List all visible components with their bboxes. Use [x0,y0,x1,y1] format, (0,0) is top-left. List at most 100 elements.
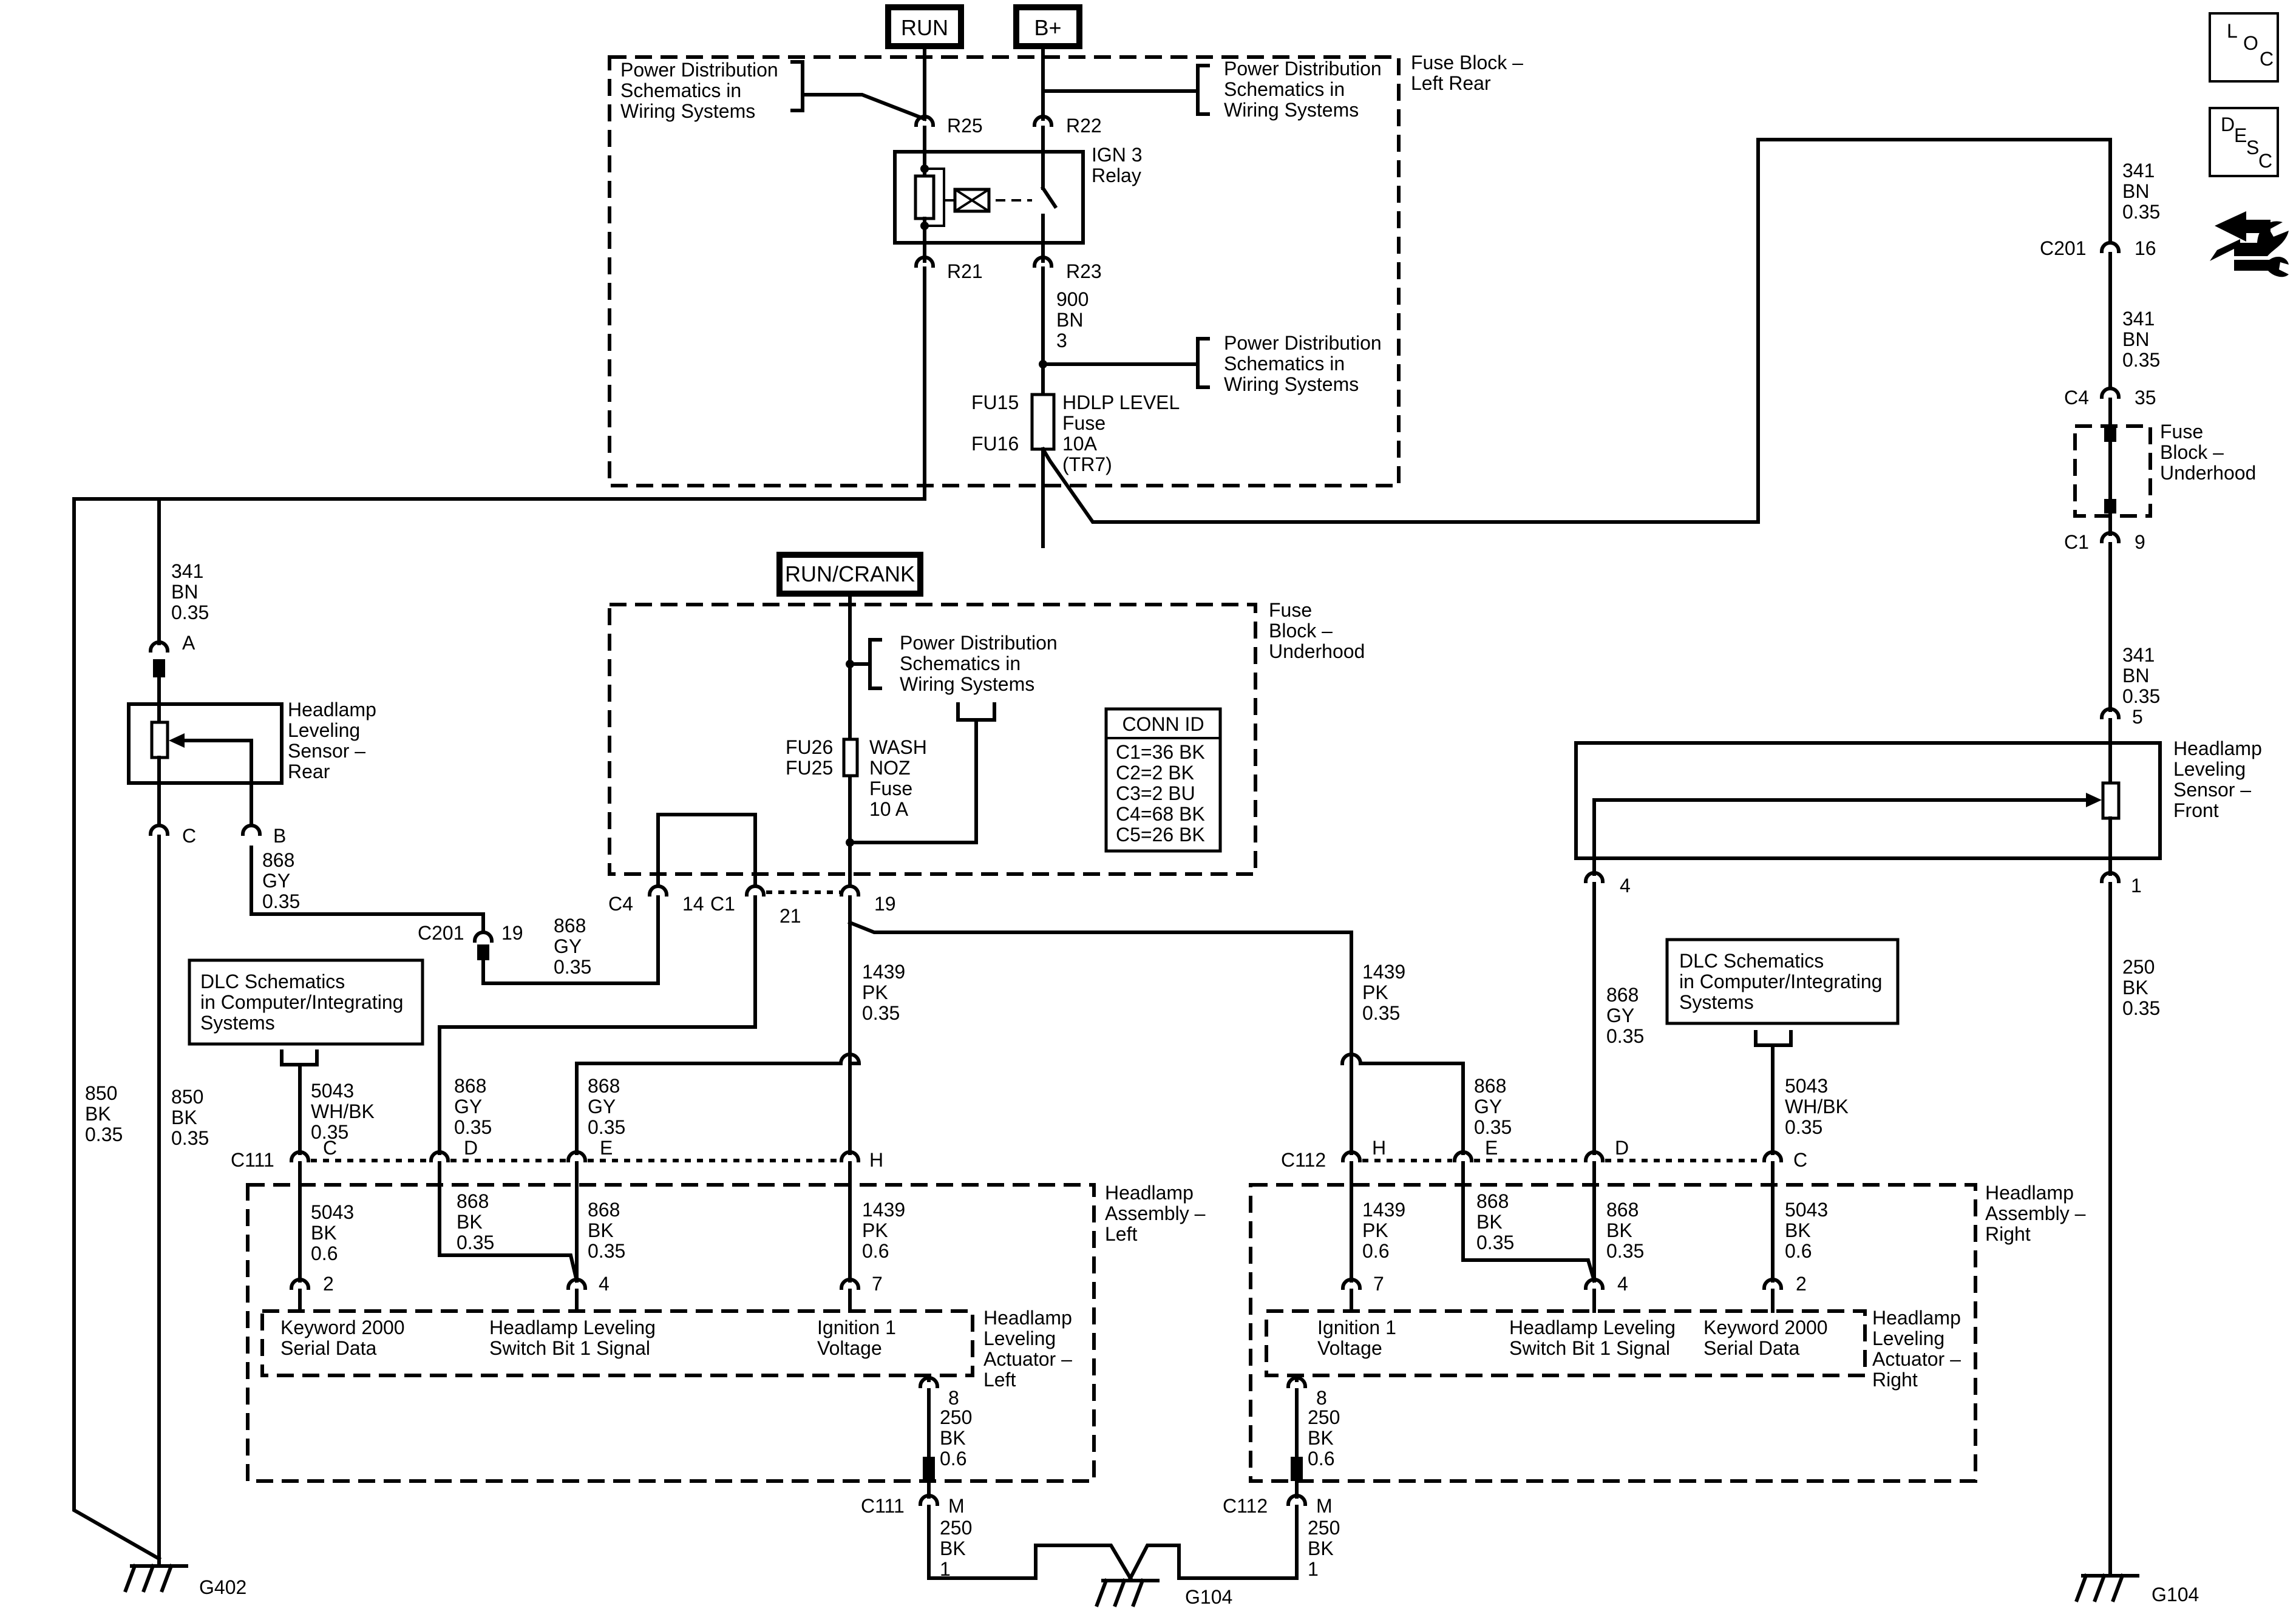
wire-label: Right [1872,1369,1918,1391]
wire-label: Power Distribution [900,632,1058,654]
wire-label: 0.35 [454,1116,492,1138]
wire-label: Power Distribution [1224,58,1382,80]
wire-label: BN [171,581,198,603]
wire-label: 341 [2122,308,2155,330]
wire-label: BK [940,1427,966,1449]
wire-label: 868 [588,1199,620,1221]
dlc-ref-right[interactable]: DLC Schematics in Computer/Integrating S… [1665,938,1900,1155]
wire-label: Wiring Systems [1224,99,1359,121]
wire-label: 1439 [1362,1199,1405,1221]
wire-label: Sensor – [2173,779,2251,801]
wire-label: 868 [1474,1075,1506,1097]
wire-label: H [1372,1137,1386,1159]
wire-label: 0.35 [1606,1025,1644,1047]
desc-d: D [2221,114,2235,135]
wire-label: Wiring Systems [900,673,1034,695]
wire-label: WASH [869,736,927,758]
wire-label: 0.35 [1474,1116,1512,1138]
wire-label: Keyword 2000 [280,1317,405,1338]
wire-label: Actuator – [1872,1348,1961,1370]
fb-lr-title-1: Fuse Block – [1411,52,1523,73]
wire-label: 5043 [311,1080,354,1102]
wire-label: 0.35 [1476,1232,1514,1253]
wire-label: Schematics in [1224,353,1345,375]
wire-label: FU25 [786,757,833,779]
wire-label: Headlamp [1105,1182,1194,1204]
wire-label: BK [85,1103,111,1125]
wire-label: Keyword 2000 [1703,1317,1828,1338]
wire-label: BK [1308,1427,1334,1449]
loc-icon[interactable]: L O C [2209,12,2279,83]
wire-label: Underhood [2160,462,2256,484]
wire-label: 0.6 [311,1242,338,1264]
wire-label: 868 [1606,1199,1639,1221]
wire-label: 16 [2135,237,2156,259]
wire-label: Systems [200,1012,275,1034]
wire-label: 250 [2122,956,2155,978]
run-label: RUN [901,15,948,40]
pd-ref-underhood[interactable]: Power Distribution Schematics in Wiring … [846,632,1058,847]
pd-ref-left[interactable]: Power Distribution Schematics in Wiring … [620,59,927,122]
wire-label: A [182,632,195,654]
pd-ref-mid[interactable]: Power Distribution Schematics in Wiring … [1039,332,1382,395]
wire-label: Wiring Systems [1224,373,1359,395]
wire-label: 341 [2122,160,2155,181]
wire-label: C4 [608,893,633,915]
wire-label: 0.35 [171,602,209,623]
desc-e: E [2234,124,2247,146]
wire-label: BK [311,1222,337,1244]
wire-label: C111 [231,1149,274,1171]
bplus-source: B+ [1013,4,1082,49]
wire-label: G104 [2152,1584,2199,1605]
wire-label: Block – [1269,620,1333,642]
wire-label: C1=36 BK [1116,741,1205,763]
wire-label: 1 [1308,1558,1319,1580]
center-ground-label: G104 [1185,1586,1232,1608]
wire-label: Voltage [1317,1337,1382,1359]
wire-label: 0.35 [85,1124,123,1145]
desc-icon[interactable]: D E S C [2209,107,2279,177]
pin-r23: R23 [1066,260,1102,282]
wire-label: 0.35 [457,1232,494,1253]
wire-label: C112 [1223,1495,1268,1517]
wire-label: Headlamp [1872,1307,1961,1329]
wire-label: C3=2 BU [1116,782,1195,804]
wire-label: 19 [874,893,896,915]
pin-r22: R22 [1066,115,1102,137]
wire-label: 5043 [311,1201,354,1223]
headlamp-leveling-sensor-rear: Headlamp Leveling Sensor – Rear [127,676,376,785]
wire-label: 0.35 [1785,1116,1822,1138]
wire-label: Headlamp [2173,737,2262,759]
wire-label: Ignition 1 [817,1317,896,1338]
wire-label: in Computer/Integrating [200,991,403,1013]
wire-label: 1439 [862,1199,905,1221]
wire-label: PK [1362,981,1388,1003]
wire-label: Serial Data [1703,1337,1800,1359]
wire-label: FU26 [786,736,833,758]
wire-label: FU16 [971,433,1019,455]
wire-label: 35 [2135,387,2156,408]
wire-label: 0.35 [588,1116,625,1138]
wire-label: in Computer/Integrating [1679,971,1882,992]
wire-label: B [273,825,286,847]
wire-label: Leveling [2173,758,2246,780]
wire-label: Systems [1679,991,1754,1013]
wire-label: BN [2122,180,2149,202]
dlc-ref-left[interactable]: DLC Schematics in Computer/Integrating S… [188,958,424,1155]
pd-ref-right[interactable]: Power Distribution Schematics in Wiring … [1041,58,1382,121]
wire-label: BK [588,1219,614,1241]
wire-label: GY [1474,1096,1502,1117]
wire-label: 0.35 [2122,997,2160,1019]
wire-label: 9 [2135,531,2145,553]
wire-label: GY [1606,1005,1634,1026]
wire-label: Switch Bit 1 Signal [489,1337,650,1359]
loc-c: C [2260,48,2274,70]
wire-label: WH/BK [1785,1096,1849,1117]
wire-label: C [1793,1149,1807,1171]
wire-label: 1439 [862,961,905,983]
wire-label: C4 [2064,387,2089,408]
wire-label: Front [2173,799,2219,821]
wire-label: 0.35 [862,1002,900,1024]
wrench-arrow-icon[interactable] [2210,211,2289,277]
desc-s: S [2246,137,2259,158]
